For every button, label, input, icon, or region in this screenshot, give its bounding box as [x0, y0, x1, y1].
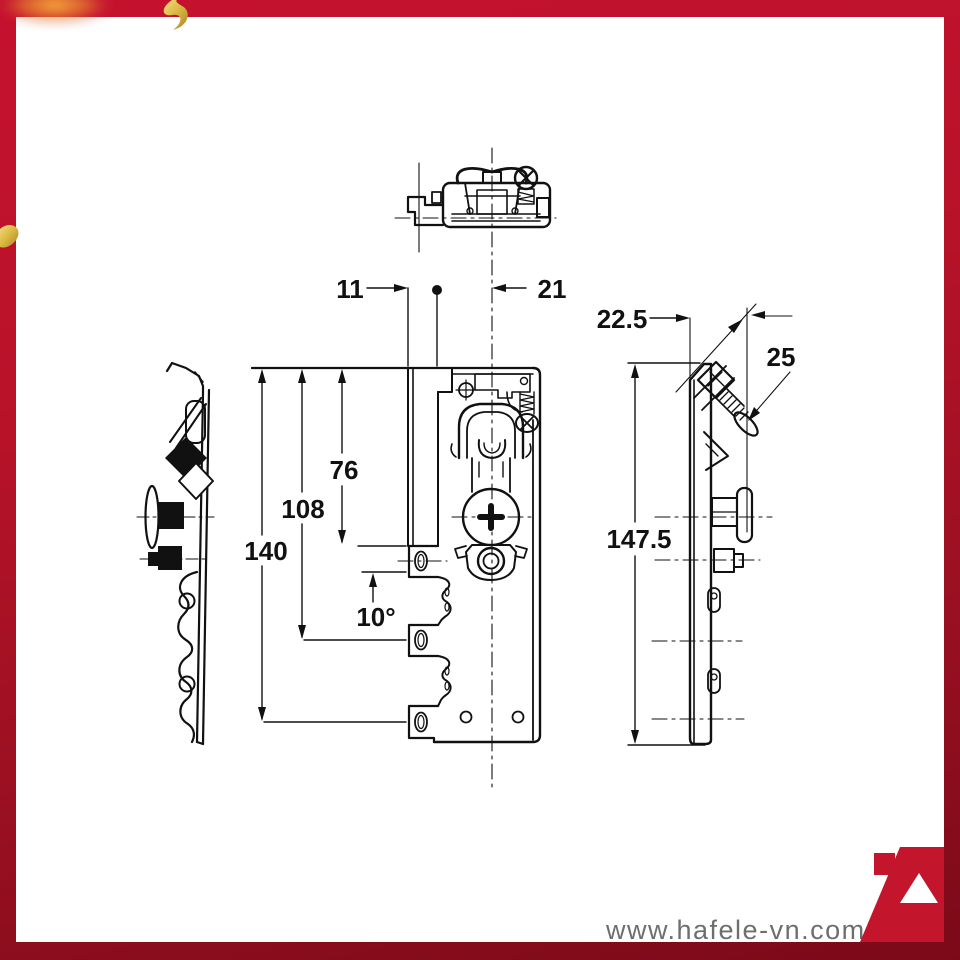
reference-dot: [432, 285, 442, 295]
latch-plate: [475, 374, 530, 398]
spring-coil: [520, 394, 534, 412]
dim-label-11: 11: [336, 274, 364, 304]
side-screw-head: [696, 360, 736, 400]
dim-label-21: 21: [538, 274, 567, 304]
top-view-left-hook: [408, 197, 443, 225]
left-view-top-hook: [167, 363, 203, 393]
mount-tab-1: [409, 546, 438, 577]
website-watermark: www.hafele-vn.com: [606, 915, 866, 945]
top-annotations: [367, 284, 526, 366]
mount-tab-3: [409, 706, 438, 742]
dim-label-22-5: 22.5: [597, 304, 648, 334]
left-side-view: [137, 363, 214, 744]
left-view-square: [178, 462, 214, 500]
side-disc: [737, 488, 752, 542]
left-view-knob: [158, 546, 182, 570]
dim-label-108: 108: [281, 494, 324, 524]
front-view: [252, 368, 540, 742]
front-dimensions: [258, 369, 406, 722]
left-view-hole-2: [180, 677, 195, 692]
dim-label-76: 76: [330, 455, 359, 485]
hook: [479, 440, 505, 458]
screw-washer: [731, 409, 761, 439]
side-rivet-2: [708, 669, 720, 693]
serrated-edge-2: [438, 656, 451, 706]
dim-label-25: 25: [767, 342, 796, 372]
left-view-lever: [186, 401, 205, 443]
dim-label-10deg: 10°: [356, 602, 395, 632]
pivot-ring: [478, 548, 504, 574]
arrow-right-11: [394, 284, 408, 292]
logo-letter-a: [860, 847, 944, 942]
arch-housing: [459, 404, 523, 458]
drawing-paper: [16, 17, 944, 942]
right-side-view: [690, 360, 761, 744]
hafele-logo: [856, 843, 944, 943]
pivot-mount: [466, 545, 516, 580]
bottom-hole-left: [461, 712, 472, 723]
letter-a-logo-icon: [860, 847, 944, 942]
mount-tab-2: [409, 625, 438, 656]
logo-square-dot: [874, 853, 895, 875]
right-dimensions: [628, 304, 792, 745]
side-rivet-1: [708, 588, 720, 612]
side-plate: [690, 364, 711, 744]
front-body-right-edge: [434, 368, 540, 742]
left-view-wavy-edge: [178, 572, 197, 742]
left-view-disc-stem: [158, 502, 184, 529]
bottom-hole-right: [513, 712, 524, 723]
dimension-labels: 11 21 22.5 25 76 108 140 147.5 10°: [244, 274, 795, 632]
top-view-right-tab: [537, 198, 549, 217]
screw-head-front: [516, 414, 538, 432]
left-view-hole-1: [180, 594, 195, 609]
top-view: [408, 163, 550, 252]
serrated-edge-1: [438, 577, 451, 625]
dim-label-140: 140: [244, 536, 287, 566]
dim-label-147-5: 147.5: [606, 524, 671, 554]
